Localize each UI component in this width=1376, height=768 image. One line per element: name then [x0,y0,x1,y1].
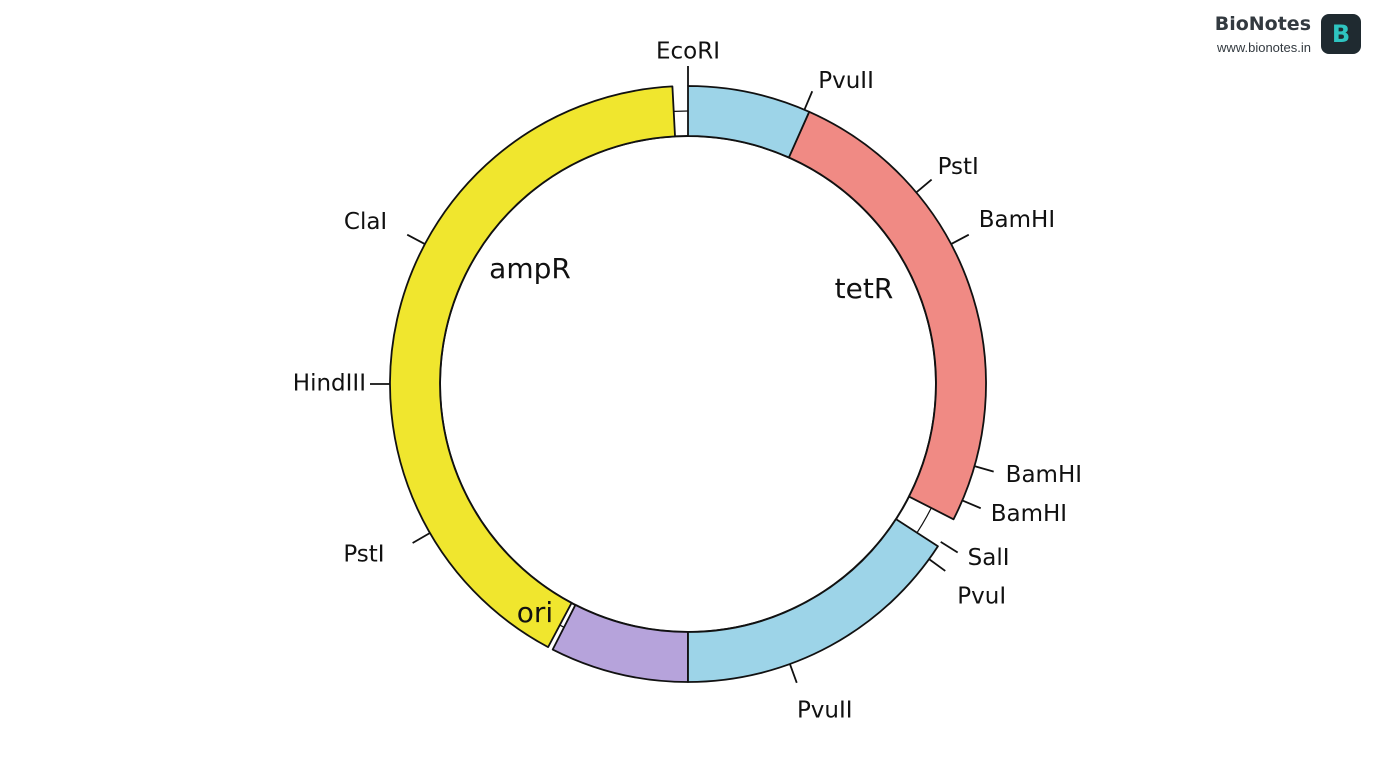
site-label-psti: PstI [938,154,979,180]
brand-name: BioNotes [1214,12,1311,35]
site-label-bamhi: BamHI [979,207,1055,233]
site-label-clai: ClaI [344,209,387,235]
site-tick-pvuii [803,90,814,111]
site-tick-pvui [928,558,946,572]
gene-segment-ampr [389,85,676,649]
site-label-psti: PstI [343,542,384,568]
plasmid-ring [389,85,987,683]
gene-segment-tetr [787,110,987,521]
site-label-ecori: EcoRI [656,39,720,65]
brand-logo-icon: B [1321,14,1361,54]
gene-labels: ampR tetR ori [489,252,893,629]
site-label-pvui: PvuI [957,583,1006,609]
site-label-pvuii: PvuII [797,697,853,723]
site-label-sali: SalI [968,545,1010,571]
gene-label-tetr: tetR [835,272,894,305]
site-label-bamhi: BamHI [991,501,1067,527]
site-label-pvuii: PvuII [818,68,874,94]
site-tick-sali [940,541,959,554]
site-tick-pvuii [789,663,798,684]
site-tick-bamhi [950,233,970,245]
gene-segment-unlabeled-4 [687,518,939,683]
plasmid-inner-circle [439,135,937,633]
site-tick-bamhi [974,465,994,473]
restriction-sites: EcoRI PvuII PstI BamHI BamHI BamHI SalI PvuI Pvu… [293,39,1082,724]
site-label-bamhi: BamHI [1006,462,1082,488]
gene-segment-ori [551,604,689,683]
site-tick-psti [412,532,431,544]
site-tick-psti [915,178,933,194]
gene-label-ampr: ampR [489,252,571,285]
site-tick-bamhi [961,499,982,510]
brand-logo-letter: B [1331,20,1351,48]
site-tick-clai [406,233,426,245]
site-label-hindiii: HindIII [293,371,366,397]
brand-header: BioNotes www.bionotes.in B [1215,14,1361,54]
gene-segment-unlabeled-3 [687,85,811,159]
brand-url[interactable]: www.bionotes.in [1217,39,1311,55]
gene-label-ori: ori [517,596,553,629]
